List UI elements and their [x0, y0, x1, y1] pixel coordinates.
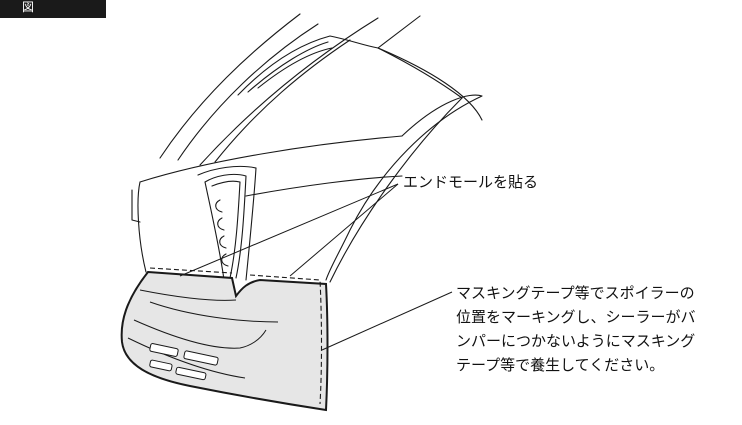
rear-light-outer: [204, 173, 247, 279]
shoulder-line: [139, 135, 403, 183]
spoiler-crease-3: [133, 319, 267, 349]
window-line-2: [177, 23, 319, 161]
window-line-3: [199, 17, 379, 166]
callout-masking-line-4: テープ等で養生してください。: [456, 356, 665, 374]
body-mid-line: [245, 175, 403, 197]
leader-end-mold-right: [289, 183, 399, 277]
callout-masking-line-2: 位置をマーキングし、シーラーがバ: [456, 308, 696, 326]
masking-tape-dashed-line: [149, 267, 323, 405]
window-line-4: [214, 39, 351, 163]
light-frame-top: [197, 165, 257, 176]
window-inner-strip-2: [257, 47, 333, 89]
spoiler-crease-2: [149, 301, 279, 323]
body-left-edge-2: [131, 189, 141, 223]
roof-edge: [377, 15, 421, 49]
spoiler-body: [120, 270, 329, 412]
lamp-slot-3: [149, 359, 173, 372]
window-line-1: [159, 13, 301, 159]
spoiler-crease-1: [139, 289, 237, 301]
body-left-edge: [137, 181, 147, 273]
spoiler-part: [120, 267, 329, 412]
fender-curve: [325, 94, 483, 281]
callout-masking-line-3: ンパーにつかないようにマスキング: [456, 332, 696, 350]
roof-edge-2: [377, 47, 483, 121]
rear-light-bump-2: [217, 217, 225, 231]
light-frame-side: [245, 167, 257, 281]
callout-masking-instructions: マスキングテープ等でスポイラーの 位置をマーキングし、シーラーがバ ンパーにつか…: [456, 281, 740, 377]
lamp-slot-2: [183, 350, 219, 366]
rear-light-left: [204, 181, 225, 281]
lamp-slot-4: [175, 366, 207, 381]
spoiler-crease-4: [127, 337, 246, 379]
leader-lines: [179, 183, 453, 351]
car-body-outline: [131, 13, 483, 283]
rear-light-bump-3: [219, 235, 227, 249]
window-frame: [237, 35, 463, 99]
window-inner-strip: [247, 41, 329, 93]
leader-end-mold-left: [179, 183, 399, 277]
figure-label-tab: 図: [0, 0, 106, 18]
leader-masking: [321, 291, 453, 351]
rear-light-inner: [211, 180, 241, 279]
callout-masking-line-1: マスキングテープ等でスポイラーの: [456, 284, 695, 302]
figure-label-text: 図: [22, 0, 35, 14]
rear-light-bump-4: [221, 253, 229, 267]
fender-curve-2: [329, 97, 463, 283]
callout-end-mold: エンドモールを貼る: [403, 173, 539, 191]
rear-light-bump-1: [215, 199, 223, 213]
lamp-slot-1: [149, 343, 179, 357]
